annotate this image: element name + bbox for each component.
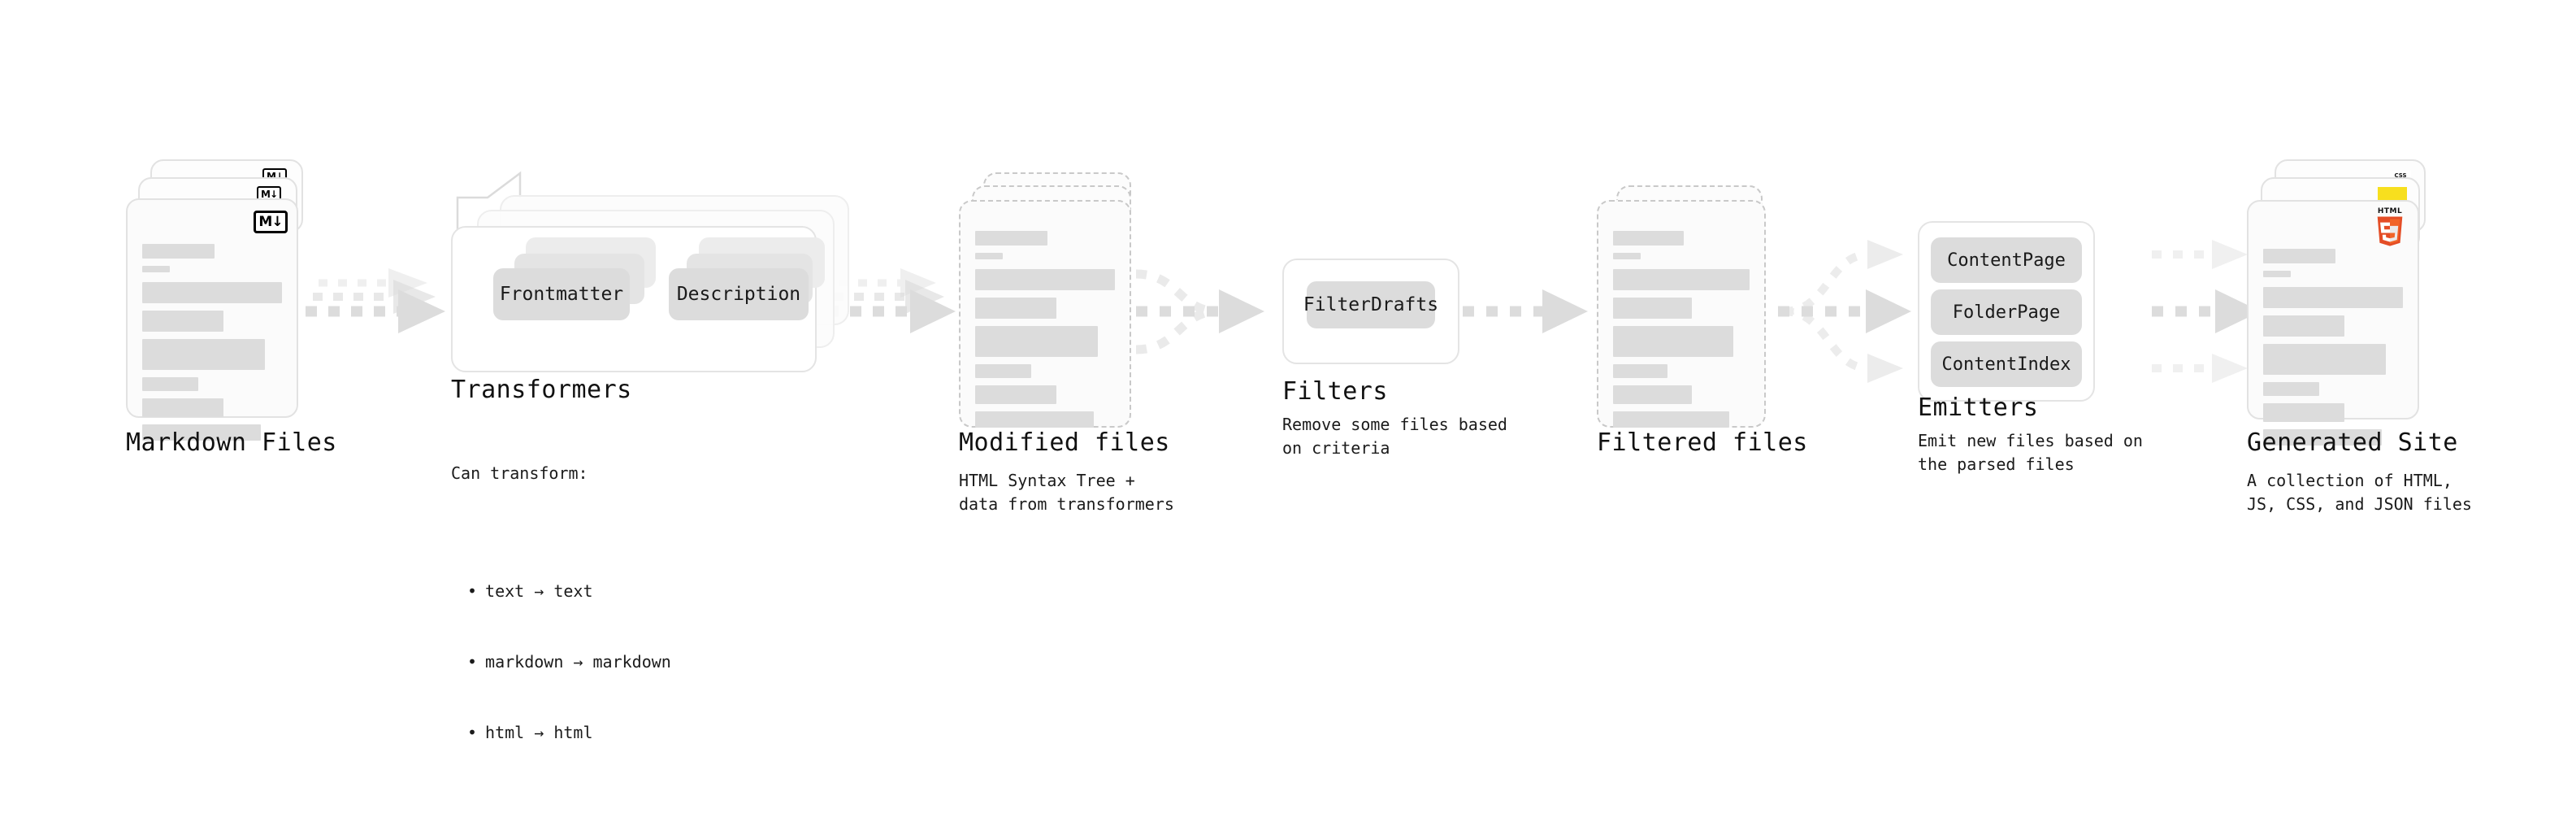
caption-emitters: Emitters xyxy=(1918,393,2039,422)
caption-generated-site: Generated Site xyxy=(2247,428,2458,457)
arrow-filtered-to-emitters xyxy=(1778,240,1911,383)
generated-site-description: A collection of HTML, JS, CSS, and JSON … xyxy=(2247,471,2472,514)
emitters-description: Emit new files based on the parsed files xyxy=(1918,431,2143,474)
transformers-bullet-1: text → text xyxy=(467,580,671,603)
caption-modified-files: Modified files xyxy=(959,428,1170,457)
doc-content-lines xyxy=(1613,231,1750,435)
emitter-chip-contentpage[interactable]: ContentPage xyxy=(1931,237,2082,283)
stage-filtered-files xyxy=(1597,185,1784,437)
emitter-chip-folderpage[interactable]: FolderPage xyxy=(1931,289,2082,335)
stage-generated-site: CSS HTML xyxy=(2247,159,2434,446)
doc-content-lines xyxy=(142,244,282,448)
caption-filters: Filters xyxy=(1282,377,1388,406)
markdown-doc-front: M↓ xyxy=(126,198,298,441)
doc-content-lines xyxy=(975,231,1115,435)
filtered-doc-front xyxy=(1597,200,1766,428)
modified-doc-front xyxy=(959,200,1131,428)
doc-content-lines xyxy=(2263,249,2403,453)
arrow-markdown-to-transformers xyxy=(306,268,445,333)
stage-markdown-files: M↓ M↓ M↓ xyxy=(126,159,305,441)
filters-description: Remove some files based on criteria xyxy=(1282,415,1507,458)
transformer-chip-description[interactable]: Description xyxy=(669,268,809,320)
arrow-filters-to-filtered xyxy=(1463,289,1588,333)
markdown-icon: M↓ xyxy=(254,211,288,233)
transformers-lead: Can transform: xyxy=(451,463,588,483)
transformer-chip-frontmatter[interactable]: Frontmatter xyxy=(493,268,630,320)
transformers-bullet-2: markdown → markdown xyxy=(467,650,671,674)
generated-doc-front: HTML xyxy=(2247,200,2419,446)
transformers-description: Can transform: text → text markdown → ma… xyxy=(451,415,671,839)
html5-icon: HTML xyxy=(2372,208,2408,250)
filter-chip-filterdrafts[interactable]: FilterDrafts xyxy=(1303,281,1438,328)
modified-files-description: HTML Syntax Tree + data from transformer… xyxy=(959,471,1174,514)
transformers-bullet-list: text → text markdown → markdown html → h… xyxy=(451,533,671,792)
stage-modified-files xyxy=(959,172,1146,433)
pipeline-diagram: M↓ M↓ M↓ xyxy=(0,0,2576,681)
caption-transformers: Transformers xyxy=(451,376,632,404)
arrow-modified-to-filters xyxy=(1135,269,1264,354)
html5-shield-icon xyxy=(2377,216,2403,246)
emitter-chip-contentindex[interactable]: ContentIndex xyxy=(1931,341,2082,387)
caption-filtered-files: Filtered files xyxy=(1597,428,1808,457)
caption-markdown-files: Markdown Files xyxy=(126,428,337,457)
transformers-bullet-3: html → html xyxy=(467,721,671,745)
arrow-emitters-to-site xyxy=(2152,240,2261,383)
